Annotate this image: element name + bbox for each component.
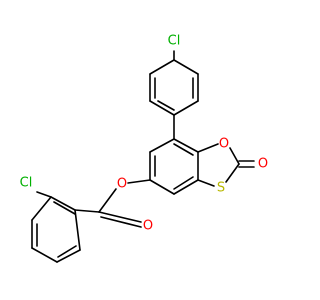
- bond: [173, 176, 194, 190]
- bond: [50, 196, 76, 211]
- bond: [31, 247, 58, 263]
- bond: [98, 188, 117, 213]
- bond: [197, 143, 219, 153]
- bond: [31, 196, 52, 221]
- chlorine-atom-left: Cl: [20, 176, 33, 191]
- bond: [98, 211, 142, 223]
- bond: [149, 138, 175, 153]
- bond: [149, 100, 175, 116]
- chlorine-atom-top: Cl: [168, 34, 181, 49]
- bond: [173, 179, 199, 195]
- bond: [173, 143, 194, 156]
- ring-carbonyl-oxygen-atom: O: [258, 157, 268, 172]
- atom-labels: Cl O O S O O Cl: [20, 34, 268, 234]
- ring-oxygen-atom: O: [219, 137, 229, 152]
- structure-canvas: Cl O O S O O Cl: [20, 34, 268, 263]
- bond: [229, 147, 240, 165]
- bond: [149, 59, 175, 75]
- molecule-diagram: Cl O O S O O Cl: [19, 33, 269, 263]
- bond: [100, 216, 142, 228]
- bond: [225, 163, 240, 183]
- bond: [127, 179, 151, 184]
- bond: [149, 179, 175, 195]
- bonds: [31, 50, 255, 263]
- bond: [157, 100, 175, 111]
- bond: [173, 100, 199, 116]
- bond: [74, 209, 100, 213]
- ester-oxygen-atom: O: [117, 177, 127, 192]
- bond: [197, 179, 215, 187]
- bond: [173, 59, 199, 75]
- bond: [173, 138, 199, 153]
- ester-carbonyl-oxygen-atom: O: [143, 219, 153, 234]
- bond: [36, 191, 52, 198]
- bond: [74, 209, 81, 251]
- bond: [56, 249, 81, 263]
- bond: [57, 245, 77, 258]
- sulfur-atom: S: [217, 181, 225, 196]
- bond: [53, 201, 76, 215]
